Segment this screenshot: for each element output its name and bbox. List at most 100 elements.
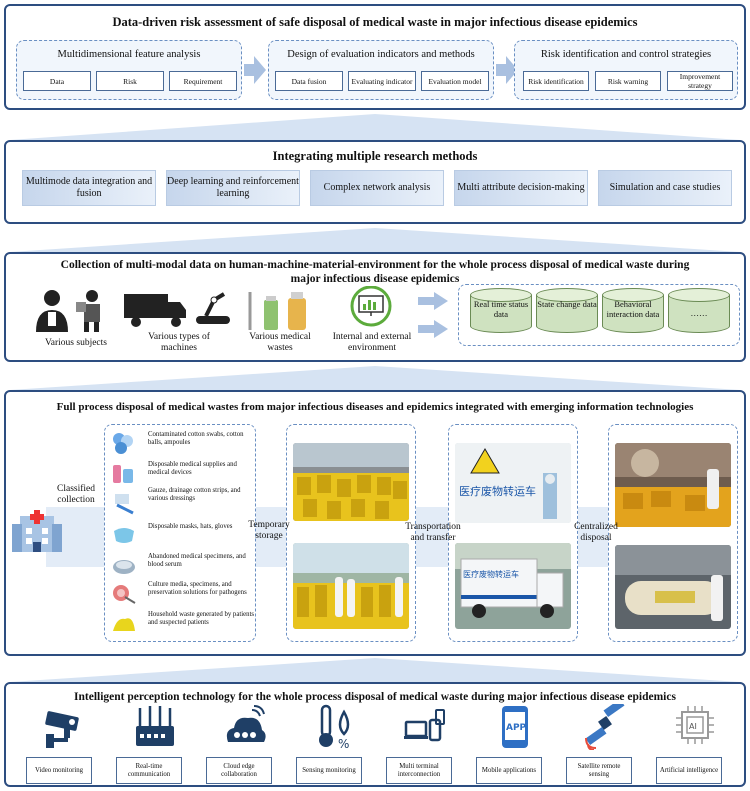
waste-item: Abandoned medical specimens, and blood s… [111,553,251,579]
app-text: APP [506,723,527,733]
tech-item: Video monitoring [24,704,104,784]
tech-label: Artificial intelligence [656,757,722,784]
truck-side-text: 医疗废物转运车 [459,484,536,498]
data-cylinder: …… [668,288,730,338]
tech-item: Multi terminal interconnection [384,704,464,784]
behavioral-data-label: Behavioral interaction data [606,299,660,319]
transfer-truck-photo: 医疗废物转运车 [455,443,571,523]
cloud-icon [226,705,266,742]
state-change-label: State change data [537,299,597,309]
storage-bins-photo [293,443,409,521]
evaluation-model-box: Evaluation model [421,71,489,91]
arrow-right-icon [496,56,518,84]
risk-warning-box: Risk warning [595,71,661,91]
waste-item-text: Household waste generated by patients an… [148,611,255,626]
ai-text: AI [689,722,697,731]
incinerator-photo [615,545,731,629]
storage-workers-photo [293,543,409,629]
tech-label: Cloud edge collaboration [206,757,272,784]
risk-assessment-panel: Data-driven risk assessment of safe disp… [4,4,746,110]
waste-item: Culture media, specimens, and preservati… [111,581,251,607]
waste-item-text: Disposable medical supplies and medical … [148,461,237,476]
transfer-truck-side-photo: 医疗废物转运车 [455,543,571,629]
people-icon [36,290,100,332]
subjects-caption: Various subjects [44,338,107,348]
tech-item: AI Artificial intelligence [654,704,734,784]
truck-robot-icon [124,292,230,327]
method-decision-making: Multi attribute decision-making [454,170,588,206]
classified-collection-label: Classified collection [57,484,95,505]
waste-item-text: Culture media, specimens, and preservati… [148,581,247,596]
waste-item-text: Contaminated cotton swabs, cotton balls,… [148,431,244,446]
mask-icon [114,528,134,543]
connector-wedge [10,228,740,252]
waste-item: Disposable masks, hats, gloves [111,523,251,549]
syringe-bottles-icon [248,292,306,330]
requirement-box: Requirement [169,71,237,91]
transport-photo-box: 医疗废物转运车 医疗废物转运车 [448,424,578,642]
hospital-icon [12,510,62,552]
connector-wedge [10,658,740,682]
waste-item: Contaminated cotton swabs, cotton balls,… [111,431,251,457]
tech-item: Real-time communication [114,704,194,784]
data-box: Data [23,71,91,91]
method-deep-learning: Deep learning and reinforcement learning [166,170,300,206]
waste-item: Gauze, drainage cotton strips, and vario… [111,487,251,517]
storage-photo-box [286,424,416,642]
gauze-icon [115,494,134,515]
indicator-design-group: Design of evaluation indicators and meth… [268,40,494,100]
research-methods-title: Integrating multiple research methods [272,149,478,163]
waste-item-text: Disposable masks, hats, gloves [148,523,233,530]
svg-text:%: % [338,737,349,750]
data-collection-title-2: major infectious disease epidemics [290,273,460,285]
tech-item: APP Mobile applications [474,704,554,784]
connector-wedge [10,366,740,390]
truck-side-text: 医疗废物转运车 [463,569,519,579]
arrow-right-icon [244,56,266,84]
ellipsis-label: …… [690,308,708,318]
tech-label: Multi terminal interconnection [386,757,452,784]
data-cylinder: Behavioral interaction data [602,288,664,338]
improvement-strategy-box: Improvement strategy [667,71,733,91]
disposal-photo-box [608,424,738,642]
indicator-design-title: Design of evaluation indicators and meth… [287,49,475,60]
waste-item: Household waste generated by patients an… [111,611,254,637]
environment-caption: Internal and external environment [332,332,412,353]
tech-item: Cloud edge collaboration [204,704,284,784]
method-network-analysis: Complex network analysis [310,170,444,206]
perception-tech-panel: Intelligent perception technology for th… [4,682,746,787]
realtime-data-label: Real time status data [473,299,529,319]
arrow-right-icon [418,292,448,310]
risk-identification-box: Risk identification [523,71,589,91]
data-collection-panel: Collection of multi-modal data on human-… [4,252,746,362]
tech-label: Real-time communication [116,757,182,784]
evaluating-indicator-box: Evaluating indicator [348,71,416,91]
medical-supplies-icon [113,465,133,483]
data-collection-title-1: Collection of multi-modal data on human-… [60,259,690,271]
cctv-camera-icon [45,711,79,748]
feature-analysis-group: Multidimensional feature analysis Data R… [16,40,242,100]
waste-item-text: Abandoned medical specimens, and blood s… [148,553,246,568]
method-simulation: Simulation and case studies [598,170,732,206]
ai-chip-icon: AI [676,706,714,744]
waste-item: Disposable medical supplies and medical … [111,461,251,487]
connector-wedge [10,114,740,140]
tech-item: % Sensing monitoring [294,704,374,784]
data-cylinder: Real time status data [470,288,532,338]
specimen-dish-icon [113,560,135,574]
temporary-storage-label: Temporary storage [248,520,290,541]
waste-categories-box: Contaminated cotton swabs, cotton balls,… [104,424,256,642]
risk-assessment-title: Data-driven risk assessment of safe disp… [112,15,638,29]
research-methods-panel: Integrating multiple research methods Mu… [4,140,746,224]
devices-icon [404,709,445,742]
culture-media-icon [113,585,136,604]
mobile-app-icon: APP [502,706,528,748]
risk-control-title: Risk identification and control strategi… [540,49,712,60]
risk-box: Risk [96,71,164,91]
cotton-swab-icon [113,433,133,454]
environment-monitor-icon [350,286,392,327]
arrow-right-icon [418,320,448,338]
tech-label: Video monitoring [26,757,92,784]
household-waste-icon [113,618,135,631]
disposal-process-panel: Full process disposal of medical wastes … [4,390,746,656]
